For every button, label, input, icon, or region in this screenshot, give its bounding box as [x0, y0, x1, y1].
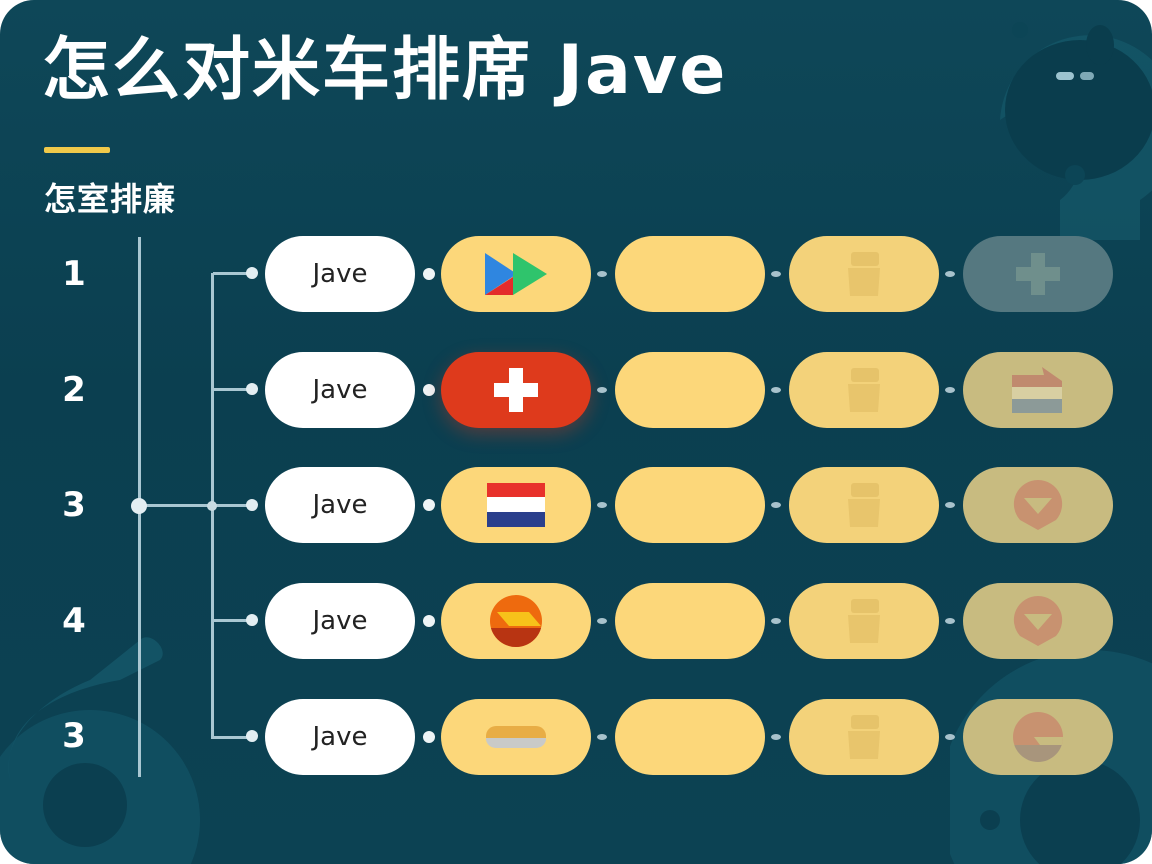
jar-pill[interactable]	[789, 699, 939, 775]
link-dot	[771, 618, 781, 624]
empty-pill[interactable]	[615, 467, 765, 543]
label-text: Jave	[312, 490, 368, 520]
link-dot	[945, 387, 955, 393]
jar-pill[interactable]	[789, 467, 939, 543]
title-accent-bar	[44, 147, 110, 153]
link-dot	[597, 734, 607, 740]
page-title: 怎么对米车排席 Jave	[42, 31, 728, 110]
label-text: Jave	[312, 259, 368, 289]
rank-number: 2	[62, 370, 86, 410]
pin-pill[interactable]	[963, 583, 1113, 659]
icon-pill[interactable]	[441, 699, 591, 775]
icon-pill[interactable]	[441, 236, 591, 312]
swiss-cross-icon	[494, 368, 538, 412]
label-pill[interactable]: Jave	[265, 583, 415, 659]
page-subtitle: 怎室排廉	[44, 180, 177, 218]
node-dot	[246, 383, 258, 395]
jar-pill[interactable]	[789, 236, 939, 312]
node-dot	[246, 730, 258, 742]
half-circle-pill[interactable]	[963, 699, 1113, 775]
background-decoration-top-right-icon	[1000, 22, 1152, 240]
icon-pill[interactable]	[441, 583, 591, 659]
rank-number: 1	[62, 254, 86, 294]
rank-number: 3	[62, 716, 86, 756]
node-dot	[246, 614, 258, 626]
bread-icon	[486, 726, 546, 749]
link-dot	[771, 387, 781, 393]
connector-line	[213, 736, 253, 739]
sun-circle-icon	[490, 595, 542, 647]
link-dot	[945, 271, 955, 277]
plus-icon	[1016, 253, 1060, 295]
node-dot	[246, 267, 258, 279]
empty-pill[interactable]	[615, 352, 765, 428]
icon-pill-highlight[interactable]	[441, 352, 591, 428]
label-pill[interactable]: Jave	[265, 699, 415, 775]
jar-pill[interactable]	[789, 583, 939, 659]
jar-icon	[848, 599, 880, 643]
rank-number: 4	[62, 601, 86, 641]
node-dot	[246, 499, 258, 511]
link-dot	[945, 734, 955, 740]
link-dot	[423, 615, 435, 627]
link-dot	[771, 271, 781, 277]
link-dot	[597, 502, 607, 508]
rank-number: 3	[62, 485, 86, 525]
connector-line	[140, 504, 252, 507]
link-dot	[423, 384, 435, 396]
link-dot	[423, 499, 435, 511]
label-pill[interactable]: Jave	[265, 236, 415, 312]
location-pin-icon	[1013, 595, 1063, 646]
label-pill[interactable]: Jave	[265, 352, 415, 428]
empty-pill[interactable]	[615, 236, 765, 312]
jar-icon	[848, 368, 880, 412]
junction-dot	[207, 501, 217, 511]
icon-pill[interactable]	[441, 467, 591, 543]
link-dot	[423, 731, 435, 743]
flag-arrow-icon	[1012, 367, 1062, 413]
label-text: Jave	[312, 606, 368, 636]
half-circle-icon	[1013, 712, 1063, 762]
link-dot	[771, 502, 781, 508]
jar-icon	[848, 252, 880, 296]
label-pill[interactable]: Jave	[265, 467, 415, 543]
netherlands-flag-icon	[487, 483, 545, 527]
link-dot	[945, 618, 955, 624]
link-dot	[945, 502, 955, 508]
connector-line	[213, 272, 253, 275]
jar-icon	[848, 483, 880, 527]
connector-line	[213, 388, 253, 391]
label-text: Jave	[312, 375, 368, 405]
jar-pill[interactable]	[789, 352, 939, 428]
link-dot	[597, 618, 607, 624]
jar-icon	[848, 715, 880, 759]
empty-pill[interactable]	[615, 583, 765, 659]
link-dot	[423, 268, 435, 280]
empty-pill[interactable]	[615, 699, 765, 775]
link-dot	[597, 271, 607, 277]
play-store-icon	[485, 253, 547, 295]
pin-pill[interactable]	[963, 467, 1113, 543]
label-text: Jave	[312, 722, 368, 752]
link-dot	[771, 734, 781, 740]
location-pin-icon	[1013, 479, 1063, 530]
junction-dot	[131, 498, 147, 514]
background-decoration-bottom-left-icon	[0, 637, 200, 864]
link-dot	[597, 387, 607, 393]
plus-pill[interactable]	[963, 236, 1113, 312]
connector-line	[213, 619, 253, 622]
flag-arrow-pill[interactable]	[963, 352, 1113, 428]
